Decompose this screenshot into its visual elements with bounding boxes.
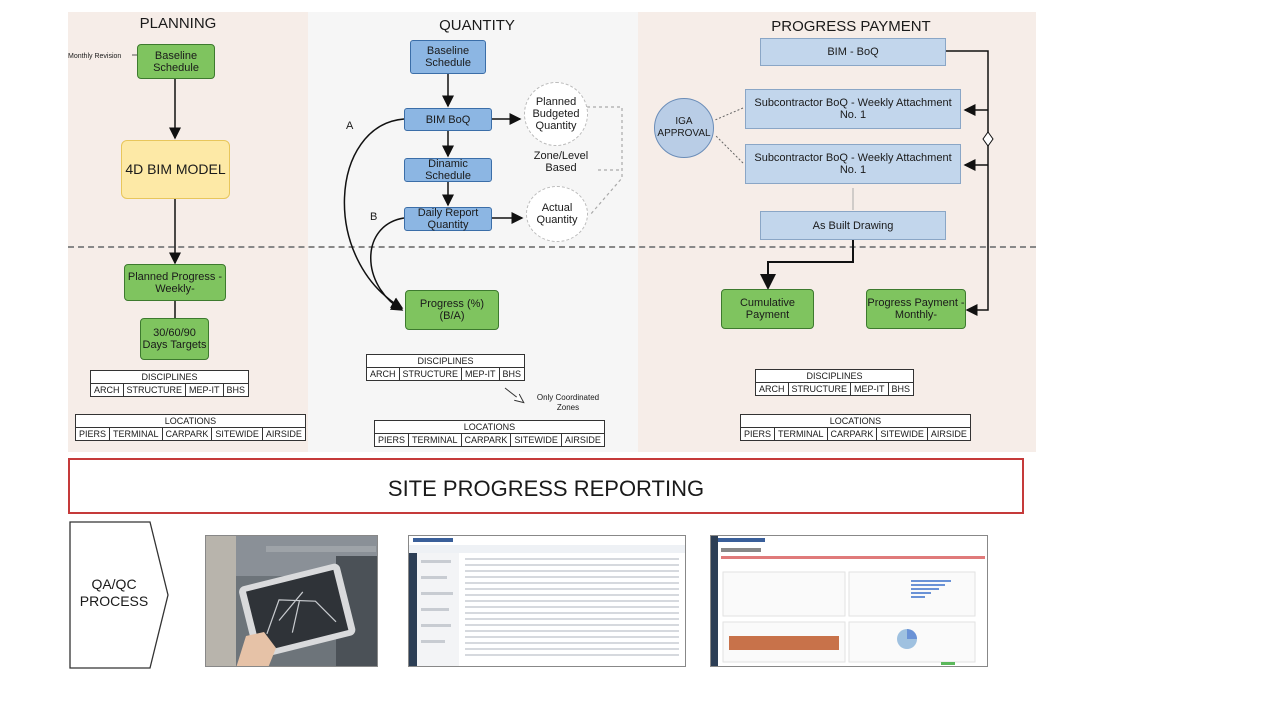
discipline-cell: MEP-IT [461,367,500,381]
label-b: B [370,211,378,223]
dashed-sub1-to-iga [714,107,744,121]
qaqc-label: QA/QC PROCESS [79,576,149,609]
location-cell: AIRSIDE [261,427,306,441]
subcontractor-boq-box-1: Subcontractor BoQ - Weekly Attachment No… [745,89,961,129]
discipline-cell: BHS [887,382,915,396]
discipline-cell: STRUCTURE [787,382,852,396]
iga-approval-circle: IGA APPROVAL [654,98,714,158]
banner-title: SITE PROGRESS REPORTING [387,476,705,501]
subcontractor-boq-box-2: Subcontractor BoQ - Weekly Attachment No… [745,144,961,184]
discipline-cell: BHS [498,367,526,381]
bim-boq-box: BIM BoQ [404,108,492,131]
progress-payment-monthly-box: Progress Payment -Monthly- [866,289,966,329]
q-baseline-schedule-box: Baseline Schedule [410,40,486,74]
location-cell: PIERS [74,427,111,441]
monthly-revision-label: Monthly Revision [68,53,122,60]
zone-level-label: Zone/Level Based [533,150,589,174]
disciplines-header: DISCIPLINES [754,369,915,383]
location-cell: CARPARK [161,427,213,441]
bim-model-box: 4D BIM MODEL [121,140,230,199]
dashed-sub2-to-iga [714,134,744,164]
locations-header: LOCATIONS [740,414,971,428]
baseline-schedule-box: Baseline Schedule [137,44,215,79]
location-cell: SITEWIDE [510,433,562,447]
locations-header: LOCATIONS [374,420,605,434]
quantity-title: QUANTITY [439,17,515,34]
daily-report-box: Daily Report Quantity [404,207,492,231]
label-a: A [346,120,354,132]
location-cell: CARPARK [826,427,878,441]
dinamic-schedule-box: Dinamic Schedule [404,158,492,182]
location-cell: SITEWIDE [876,427,928,441]
progress-percent-box: Progress (%) (B/A) [405,290,499,330]
site-tablet-photo [205,535,378,667]
site-progress-banner: SITE PROGRESS REPORTING [68,458,1024,514]
discipline-cell: MEP-IT [185,383,224,397]
location-cell: AIRSIDE [560,433,605,447]
cumulative-payment-box: Cumulative Payment [721,289,814,329]
discipline-cell: ARCH [366,367,400,381]
locations-header: LOCATIONS [75,414,306,428]
pp-bim-boq-box: BIM - BoQ [760,38,946,66]
qaqc-process-shape [69,521,169,669]
disciplines-header: DISCIPLINES [89,370,250,384]
arrow-asbuilt-to-cumulative [760,240,854,290]
location-cell: PIERS [739,427,776,441]
location-cell: TERMINAL [774,427,828,441]
planning-disciplines-table: DISCIPLINES ARCH STRUCTURE MEP-IT BHS [89,370,250,397]
location-cell: AIRSIDE [926,427,971,441]
quantity-disciplines-table: DISCIPLINES ARCH STRUCTURE MEP-IT BHS [365,354,526,381]
section-divider [68,246,1036,248]
web-app-screenshot-dashboard [710,535,988,667]
arrow-a-to-progress [343,118,405,309]
planning-title: PLANNING [139,15,217,32]
location-cell: CARPARK [460,433,512,447]
web-app-screenshot-table [408,535,686,667]
location-cell: SITEWIDE [211,427,263,441]
payment-locations-table: LOCATIONS PIERS TERMINAL CARPARK SITEWID… [739,414,971,441]
arrow-b-to-progress [370,217,405,311]
arrow-to-progress-payment [946,50,989,316]
location-cell: TERMINAL [109,427,163,441]
targets-box: 30/60/90 Days Targets [140,318,209,360]
discipline-cell: STRUCTURE [398,367,463,381]
disciplines-header: DISCIPLINES [365,354,526,368]
planned-budgeted-circle: Planned Budgeted Quantity [524,82,588,146]
discipline-cell: MEP-IT [850,382,889,396]
payment-disciplines-table: DISCIPLINES ARCH STRUCTURE MEP-IT BHS [754,369,915,396]
payment-title: PROGRESS PAYMENT [771,18,931,35]
as-built-drawing-box: As Built Drawing [760,211,946,240]
diamond-junction [982,131,994,147]
discipline-cell: STRUCTURE [122,383,187,397]
planning-locations-table: LOCATIONS PIERS TERMINAL CARPARK SITEWID… [74,414,306,441]
planned-progress-box: Planned Progress -Weekly- [124,264,226,301]
arrow-only-coordinated [504,387,523,402]
only-coordinated-note: Only Coordinated Zones [536,393,600,412]
location-cell: TERMINAL [408,433,462,447]
discipline-cell: BHS [222,383,250,397]
discipline-cell: ARCH [755,382,789,396]
discipline-cell: ARCH [90,383,124,397]
location-cell: PIERS [373,433,410,447]
actual-quantity-circle: Actual Quantity [526,186,588,242]
quantity-locations-table: LOCATIONS PIERS TERMINAL CARPARK SITEWID… [373,420,605,447]
